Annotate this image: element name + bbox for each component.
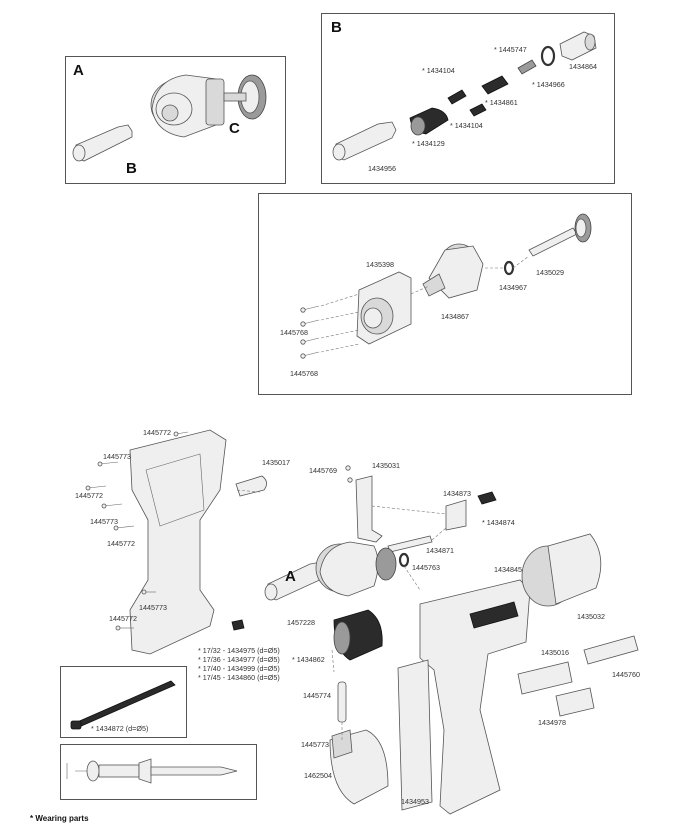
main-part-1445774: 1445774 [303,691,331,700]
inset-rivet [60,744,257,800]
panel-a-drawing [72,74,267,162]
main-part-1445773-1: 1445773 [103,452,131,461]
main-part-1434953: 1434953 [401,797,429,806]
main-part-1445773-3: 1445773 [139,603,167,612]
panel-b-part-1434861: * 1434861 [485,98,518,107]
panel-a-label-c: C [229,120,240,137]
main-part-1445772-3: 1445772 [107,539,135,548]
main-label-a: A [285,568,296,585]
main-part-1445772-1: 1445772 [143,428,171,437]
panel-b-part-1434129: * 1434129 [412,139,445,148]
main-part-1457228: 1457228 [287,618,315,627]
size-note-17-40: * 17/40 - 1434999 (d=Ø5) [198,664,280,673]
panel-b-drawing [332,31,597,161]
panel-c-part-1445768-bottom: 1445768 [290,369,318,378]
main-part-1434978: 1434978 [538,718,566,727]
size-notes: * 17/32 - 1434975 (d=Ø5) * 17/36 - 14349… [198,646,280,682]
wearing-parts-legend: * Wearing parts [30,814,89,823]
rivet-drawing [66,758,238,784]
main-part-1434874: * 1434874 [482,518,515,527]
main-part-1434871: 1434871 [426,546,454,555]
panel-b-part-1434864: 1434864 [569,62,597,71]
panel-b-part-1434966: * 1434966 [532,80,565,89]
rod-drawing [70,680,176,730]
main-part-1445772-4: 1445772 [109,614,137,623]
panel-c-part-1445768-top: 1445768 [280,328,308,337]
size-note-17-32: * 17/32 - 1434975 (d=Ø5) [198,646,280,655]
main-part-1445773-4: 1445773 [301,740,329,749]
panel-c-part-1435398: 1435398 [366,260,394,269]
panel-b-part-1434104-bottom: * 1434104 [450,121,483,130]
panel-a: A B C [65,56,286,184]
panel-b-part-1445747: * 1445747 [494,45,527,54]
size-note-17-45: * 17/45 - 1434860 (d=Ø5) [198,673,280,682]
panel-b: B * 1445747 1434864 * 1434104 * 1434966 … [321,13,615,184]
size-note-17-36: * 17/36 - 1434977 (d=Ø5) [198,655,280,664]
panel-b-part-1434956: 1434956 [368,164,396,173]
main-part-1445763: 1445763 [412,563,440,572]
main-part-1462504: 1462504 [304,771,332,780]
panel-b-letter: B [331,19,342,36]
panel-c-part-1434967: 1434967 [499,283,527,292]
main-part-1434873: 1434873 [443,489,471,498]
main-part-1445773-2: 1445773 [90,517,118,526]
main-part-1445769: 1445769 [309,466,337,475]
main-part-1434845: 1434845 [494,565,522,574]
main-part-1434862: * 1434862 [292,655,325,664]
inset-rod-part: * 1434872 (d=Ø5) [91,724,149,733]
main-part-1435032: 1435032 [577,612,605,621]
inset-rod: * 1434872 (d=Ø5) [60,666,187,738]
panel-c-part-1435029: 1435029 [536,268,564,277]
panel-c-drawing [300,213,592,359]
main-part-1445772-2: 1445772 [75,491,103,500]
panel-a-label-b: B [126,160,137,177]
main-part-1445760: 1445760 [612,670,640,679]
panel-c-part-1434867: 1434867 [441,312,469,321]
main-part-1435016: 1435016 [541,648,569,657]
panel-c: 1435398 1435029 1445768 1434967 1434867 … [258,193,632,395]
main-exploded-drawing [85,429,639,815]
main-part-1435031: 1435031 [372,461,400,470]
panel-b-part-1434104-top: * 1434104 [422,66,455,75]
main-part-1435017: 1435017 [262,458,290,467]
panel-a-letter: A [73,62,84,79]
